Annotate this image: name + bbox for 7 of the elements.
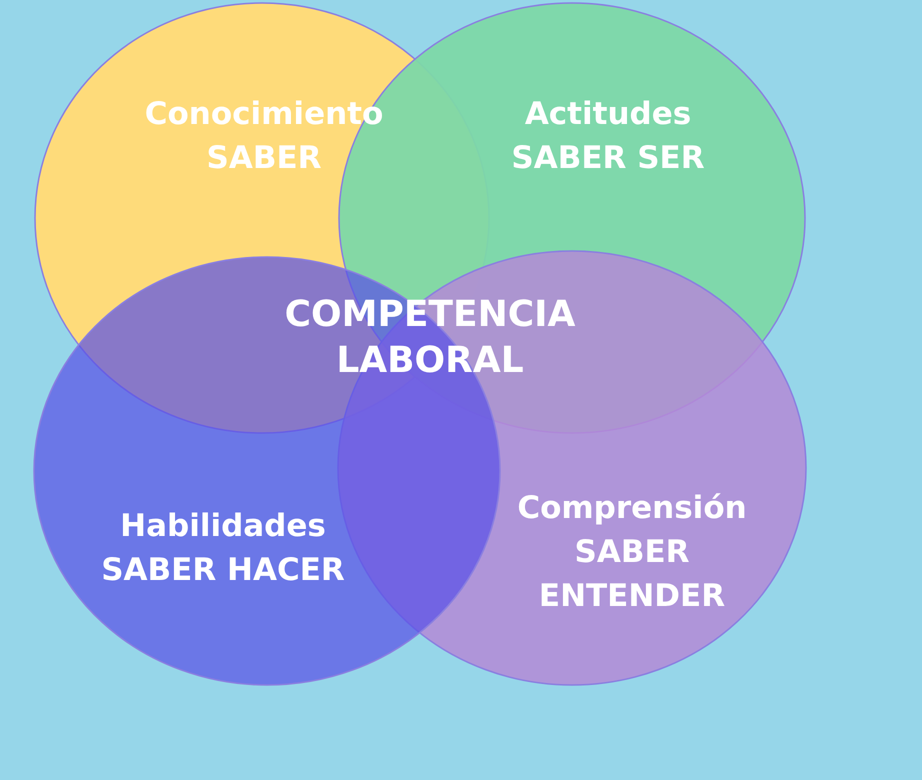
circle-heading: Actitudes — [524, 95, 692, 134]
circle-heading: Comprensión — [516, 489, 748, 528]
circle-heading: Habilidades — [119, 507, 327, 546]
circle-subheading: SABER — [206, 139, 322, 178]
circle-subheading: SABER HACER — [100, 551, 346, 590]
circle-subheading: SABER ENTENDER — [538, 533, 726, 616]
circle-subheading: SABER SER — [510, 139, 706, 178]
